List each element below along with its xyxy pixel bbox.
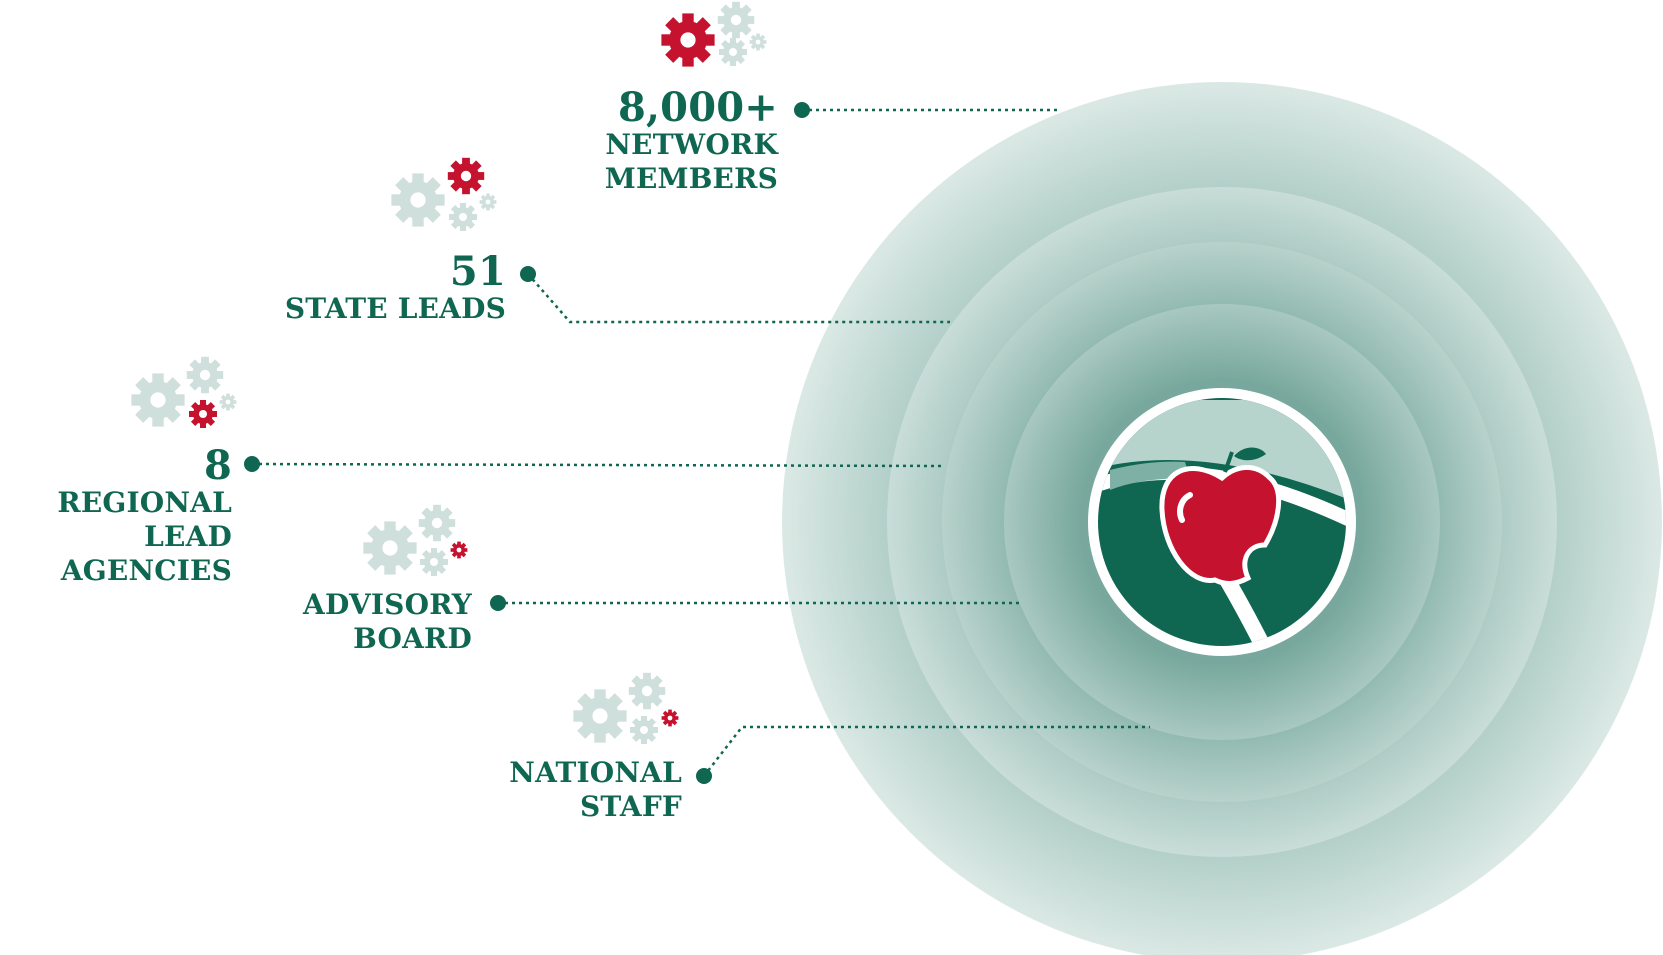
gears-icon-network-members	[661, 1, 767, 67]
tier-national-staff: NATIONAL STAFF	[480, 756, 682, 824]
advisory-board-line2: BOARD	[353, 622, 472, 655]
tier-state-leads: 51 STATE LEADS	[280, 252, 506, 326]
national-staff-line1: NATIONAL	[509, 756, 682, 789]
connector-dot-advisory-board	[490, 595, 506, 611]
connector-state-leads	[527, 273, 950, 324]
gears-icon-advisory-board	[363, 504, 468, 576]
apple-logo	[1088, 388, 1356, 656]
gears-icon-regional-lead-agencies	[131, 356, 237, 428]
tier-network-members: 8,000+ NETWORK MEMBERS	[560, 88, 778, 196]
gears-icon-national-staff	[573, 672, 679, 744]
national-staff-line2: STAFF	[579, 790, 682, 823]
regional-lead-agencies-count: 8	[203, 442, 232, 489]
connector-dot-regional-lead-agencies	[244, 456, 260, 472]
connector-dot-national-staff	[696, 768, 712, 784]
network-members-line2: MEMBERS	[604, 162, 778, 195]
advisory-board-line1: ADVISORY	[303, 588, 472, 621]
network-members-line1: NETWORK	[605, 128, 778, 161]
connector-dot-network-members	[794, 102, 810, 118]
regional-lead-agencies-line1: REGIONAL	[57, 486, 232, 519]
network-members-count: 8,000+	[618, 84, 778, 131]
gears-icon-state-leads	[391, 157, 497, 231]
tier-advisory-board: ADVISORY BOARD	[280, 588, 472, 656]
state-leads-count: 51	[449, 248, 506, 295]
connector-dot-state-leads	[520, 266, 536, 282]
regional-lead-agencies-line2: LEAD AGENCIES	[60, 520, 232, 587]
state-leads-line1: STATE LEADS	[284, 292, 506, 325]
tier-regional-lead-agencies: 8 REGIONAL LEAD AGENCIES	[0, 446, 232, 588]
